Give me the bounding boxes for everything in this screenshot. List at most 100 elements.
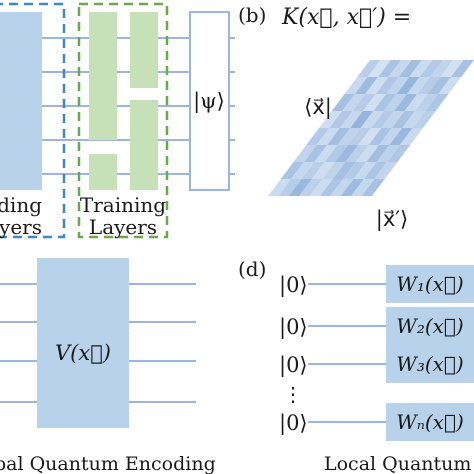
heatmap-cell bbox=[398, 60, 422, 77]
heatmap-row-label: ⟨x⃗| bbox=[304, 95, 332, 120]
heatmap-cell bbox=[342, 94, 366, 111]
heatmap-cell bbox=[365, 77, 389, 94]
heatmap-cell bbox=[419, 60, 443, 77]
training-gate bbox=[89, 12, 117, 56]
heatmap-cell bbox=[288, 179, 312, 196]
heatmap-cell bbox=[329, 111, 353, 128]
heatmap-cell bbox=[345, 145, 369, 162]
heatmap-cell bbox=[291, 162, 315, 179]
heatmap-cell bbox=[340, 179, 364, 196]
local-gate bbox=[386, 265, 474, 303]
heatmap-cell bbox=[339, 111, 363, 128]
panel-b: (b) K(x⃗, x⃗′) = ⟨x⃗| |x⃗′⟩ bbox=[238, 3, 474, 232]
heatmap-cell bbox=[402, 111, 426, 128]
heatmap-cell bbox=[324, 145, 348, 162]
heatmap-cell bbox=[376, 145, 400, 162]
panel-d-caption: Local Quantum E bbox=[324, 453, 474, 474]
heatmap-cell bbox=[427, 77, 451, 94]
heatmap-cell bbox=[311, 162, 336, 179]
heatmap-cell bbox=[327, 128, 351, 145]
heatmap-cell bbox=[360, 111, 384, 128]
encoding-layer-block bbox=[0, 12, 42, 190]
state-box bbox=[189, 11, 230, 191]
heatmap-cell bbox=[337, 128, 361, 145]
heatmap-cell bbox=[332, 162, 356, 179]
heatmap-cell bbox=[386, 77, 410, 94]
heatmap-cell bbox=[352, 94, 376, 111]
heatmap-cell bbox=[394, 94, 418, 111]
heatmap-cell bbox=[322, 162, 346, 179]
local-gate-label: Wₙ(x⃗) bbox=[396, 410, 464, 434]
heatmap-cell bbox=[314, 145, 338, 162]
heatmap-cell bbox=[268, 179, 292, 196]
training-gate bbox=[89, 54, 117, 140]
ket-zero: |0⟩ bbox=[279, 273, 308, 298]
heatmap-cell bbox=[388, 60, 412, 77]
encoding-layers-label: coding bbox=[0, 193, 42, 217]
training-layers-label: Layers bbox=[89, 215, 157, 239]
heatmap-cell bbox=[438, 77, 462, 94]
heatmap-cell bbox=[361, 179, 385, 196]
heatmap-cell bbox=[378, 60, 402, 77]
heatmap-cell bbox=[387, 145, 411, 162]
heatmap-cell bbox=[347, 128, 371, 145]
training-gate bbox=[130, 100, 158, 190]
heatmap-cell bbox=[344, 77, 368, 94]
local-gate bbox=[386, 403, 474, 441]
training-dashed-box bbox=[77, 2, 169, 239]
heatmap-cell bbox=[366, 145, 390, 162]
heatmap-cell bbox=[351, 179, 375, 196]
heatmap-cell bbox=[440, 60, 464, 77]
heatmap-cell bbox=[306, 128, 330, 145]
heatmap-cell bbox=[343, 162, 367, 179]
heatmap-cell bbox=[354, 77, 379, 94]
heatmap-cell bbox=[357, 60, 381, 77]
training-layers-label: Training bbox=[80, 193, 166, 217]
heatmap-cell bbox=[414, 94, 439, 111]
heatmap-cell bbox=[409, 60, 433, 77]
local-gate bbox=[386, 345, 474, 383]
heatmap-cell bbox=[330, 179, 354, 196]
heatmap-cell bbox=[353, 162, 377, 179]
ket-zero: |0⟩ bbox=[279, 315, 308, 340]
heatmap-cell bbox=[331, 94, 355, 111]
panel-d: (d) |0⟩ |0⟩ |0⟩ ⋮ |0⟩ W₁(x⃗) W₂(x⃗) W₃(x… bbox=[238, 257, 474, 474]
heatmap-cell bbox=[391, 111, 415, 128]
heatmap-cell bbox=[362, 94, 387, 111]
ket-zero: |0⟩ bbox=[279, 353, 308, 378]
kernel-heatmap bbox=[268, 60, 474, 196]
panel-c-caption: bal Quantum Encoding bbox=[0, 453, 216, 474]
training-gate bbox=[130, 12, 158, 88]
heatmap-cell bbox=[381, 111, 405, 128]
heatmap-column-label: |x⃗′⟩ bbox=[376, 207, 408, 232]
encoding-layers-label: ayers bbox=[0, 215, 42, 239]
heatmap-cell bbox=[406, 77, 431, 94]
state-label: |ψ⟩ bbox=[193, 89, 225, 114]
encoding-dashed-box bbox=[0, 2, 66, 239]
heatmap-cell bbox=[417, 77, 441, 94]
heatmap-cell bbox=[368, 128, 392, 145]
heatmap-cell bbox=[374, 162, 398, 179]
panel-d-tag: (d) bbox=[238, 257, 266, 281]
heatmap-cell bbox=[389, 128, 413, 145]
heatmap-cell bbox=[299, 179, 323, 196]
heatmap-cell bbox=[309, 179, 333, 196]
heatmap-cell bbox=[278, 179, 302, 196]
heatmap-cell bbox=[396, 77, 420, 94]
heatmap-cell bbox=[316, 128, 340, 145]
heatmap-cell bbox=[293, 145, 317, 162]
heatmap-cell bbox=[373, 94, 397, 111]
global-gate-label: V(x⃗) bbox=[55, 341, 111, 365]
heatmap-cell bbox=[303, 145, 328, 162]
heatmap-cell bbox=[335, 145, 359, 162]
heatmap-cell bbox=[363, 162, 388, 179]
local-gate-label: W₃(x⃗) bbox=[396, 352, 463, 376]
heatmap-cell bbox=[358, 128, 382, 145]
panel-c: V(x⃗) bal Quantum Encoding bbox=[0, 258, 216, 474]
heatmap-cell bbox=[379, 128, 403, 145]
local-gate-label: W₂(x⃗) bbox=[396, 314, 463, 338]
global-encoding-gate bbox=[37, 258, 129, 428]
heatmap-cell bbox=[425, 94, 449, 111]
